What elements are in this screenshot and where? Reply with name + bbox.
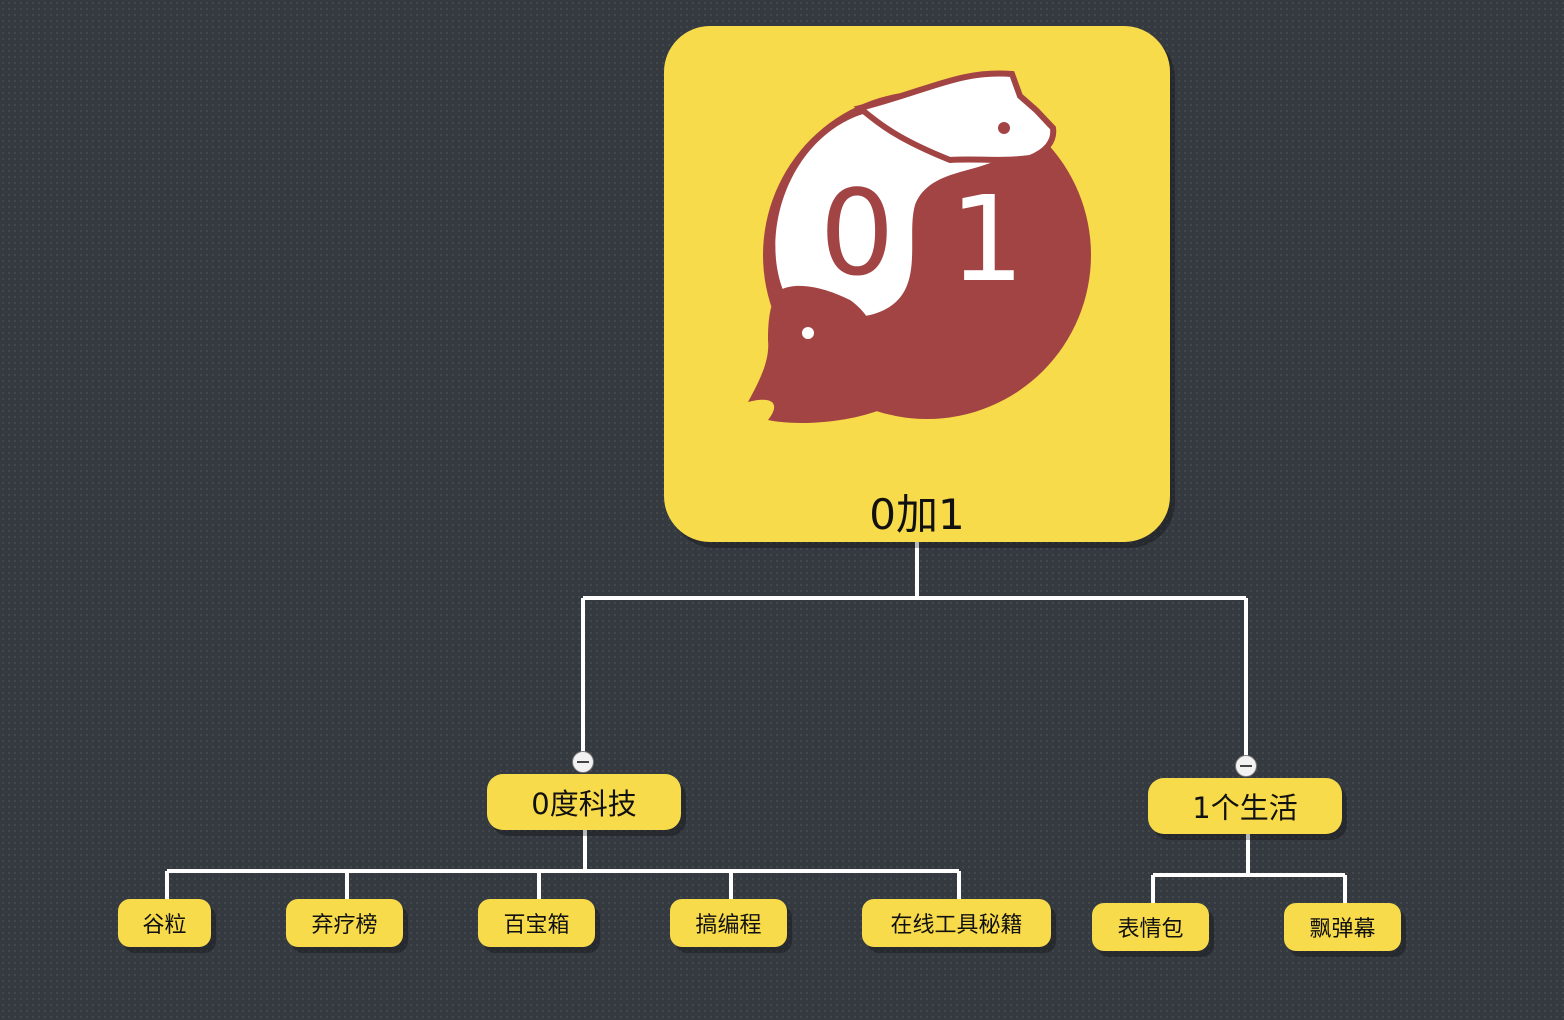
leaf-label: 百宝箱 (503, 913, 570, 938)
branch-node-1[interactable]: 1个生活 (1148, 778, 1342, 834)
leaf-label: 在线工具秘籍 (890, 913, 1023, 938)
leaf-node[interactable]: 谷粒 (118, 899, 211, 947)
leaf-node[interactable]: 在线工具秘籍 (862, 899, 1051, 947)
leaf-label: 搞编程 (695, 913, 762, 938)
logo-digit-left: 0 (819, 164, 894, 302)
collapse-branch-0-icon[interactable] (572, 751, 594, 773)
leaf-label: 弃疗榜 (311, 913, 378, 938)
leaf-node[interactable]: 百宝箱 (478, 899, 595, 947)
logo-digit-right: 1 (949, 170, 1024, 308)
logo-icon: 0 1 (748, 70, 1091, 423)
branch-label: 0度科技 (531, 787, 637, 821)
leaf-node[interactable]: 表情包 (1092, 903, 1209, 951)
leaf-label: 谷粒 (142, 913, 187, 938)
leaf-node[interactable]: 搞编程 (670, 899, 787, 947)
leaf-label: 表情包 (1117, 917, 1184, 942)
collapse-branch-1-icon[interactable] (1235, 755, 1257, 777)
leaf-node[interactable]: 弃疗榜 (286, 899, 403, 947)
leaf-label: 飘弹幕 (1309, 917, 1376, 942)
leaf-node[interactable]: 飘弹幕 (1284, 903, 1401, 951)
branch-node-0[interactable]: 0度科技 (487, 774, 681, 830)
branch-label: 1个生活 (1192, 791, 1298, 825)
root-label: 0加1 (869, 490, 965, 539)
